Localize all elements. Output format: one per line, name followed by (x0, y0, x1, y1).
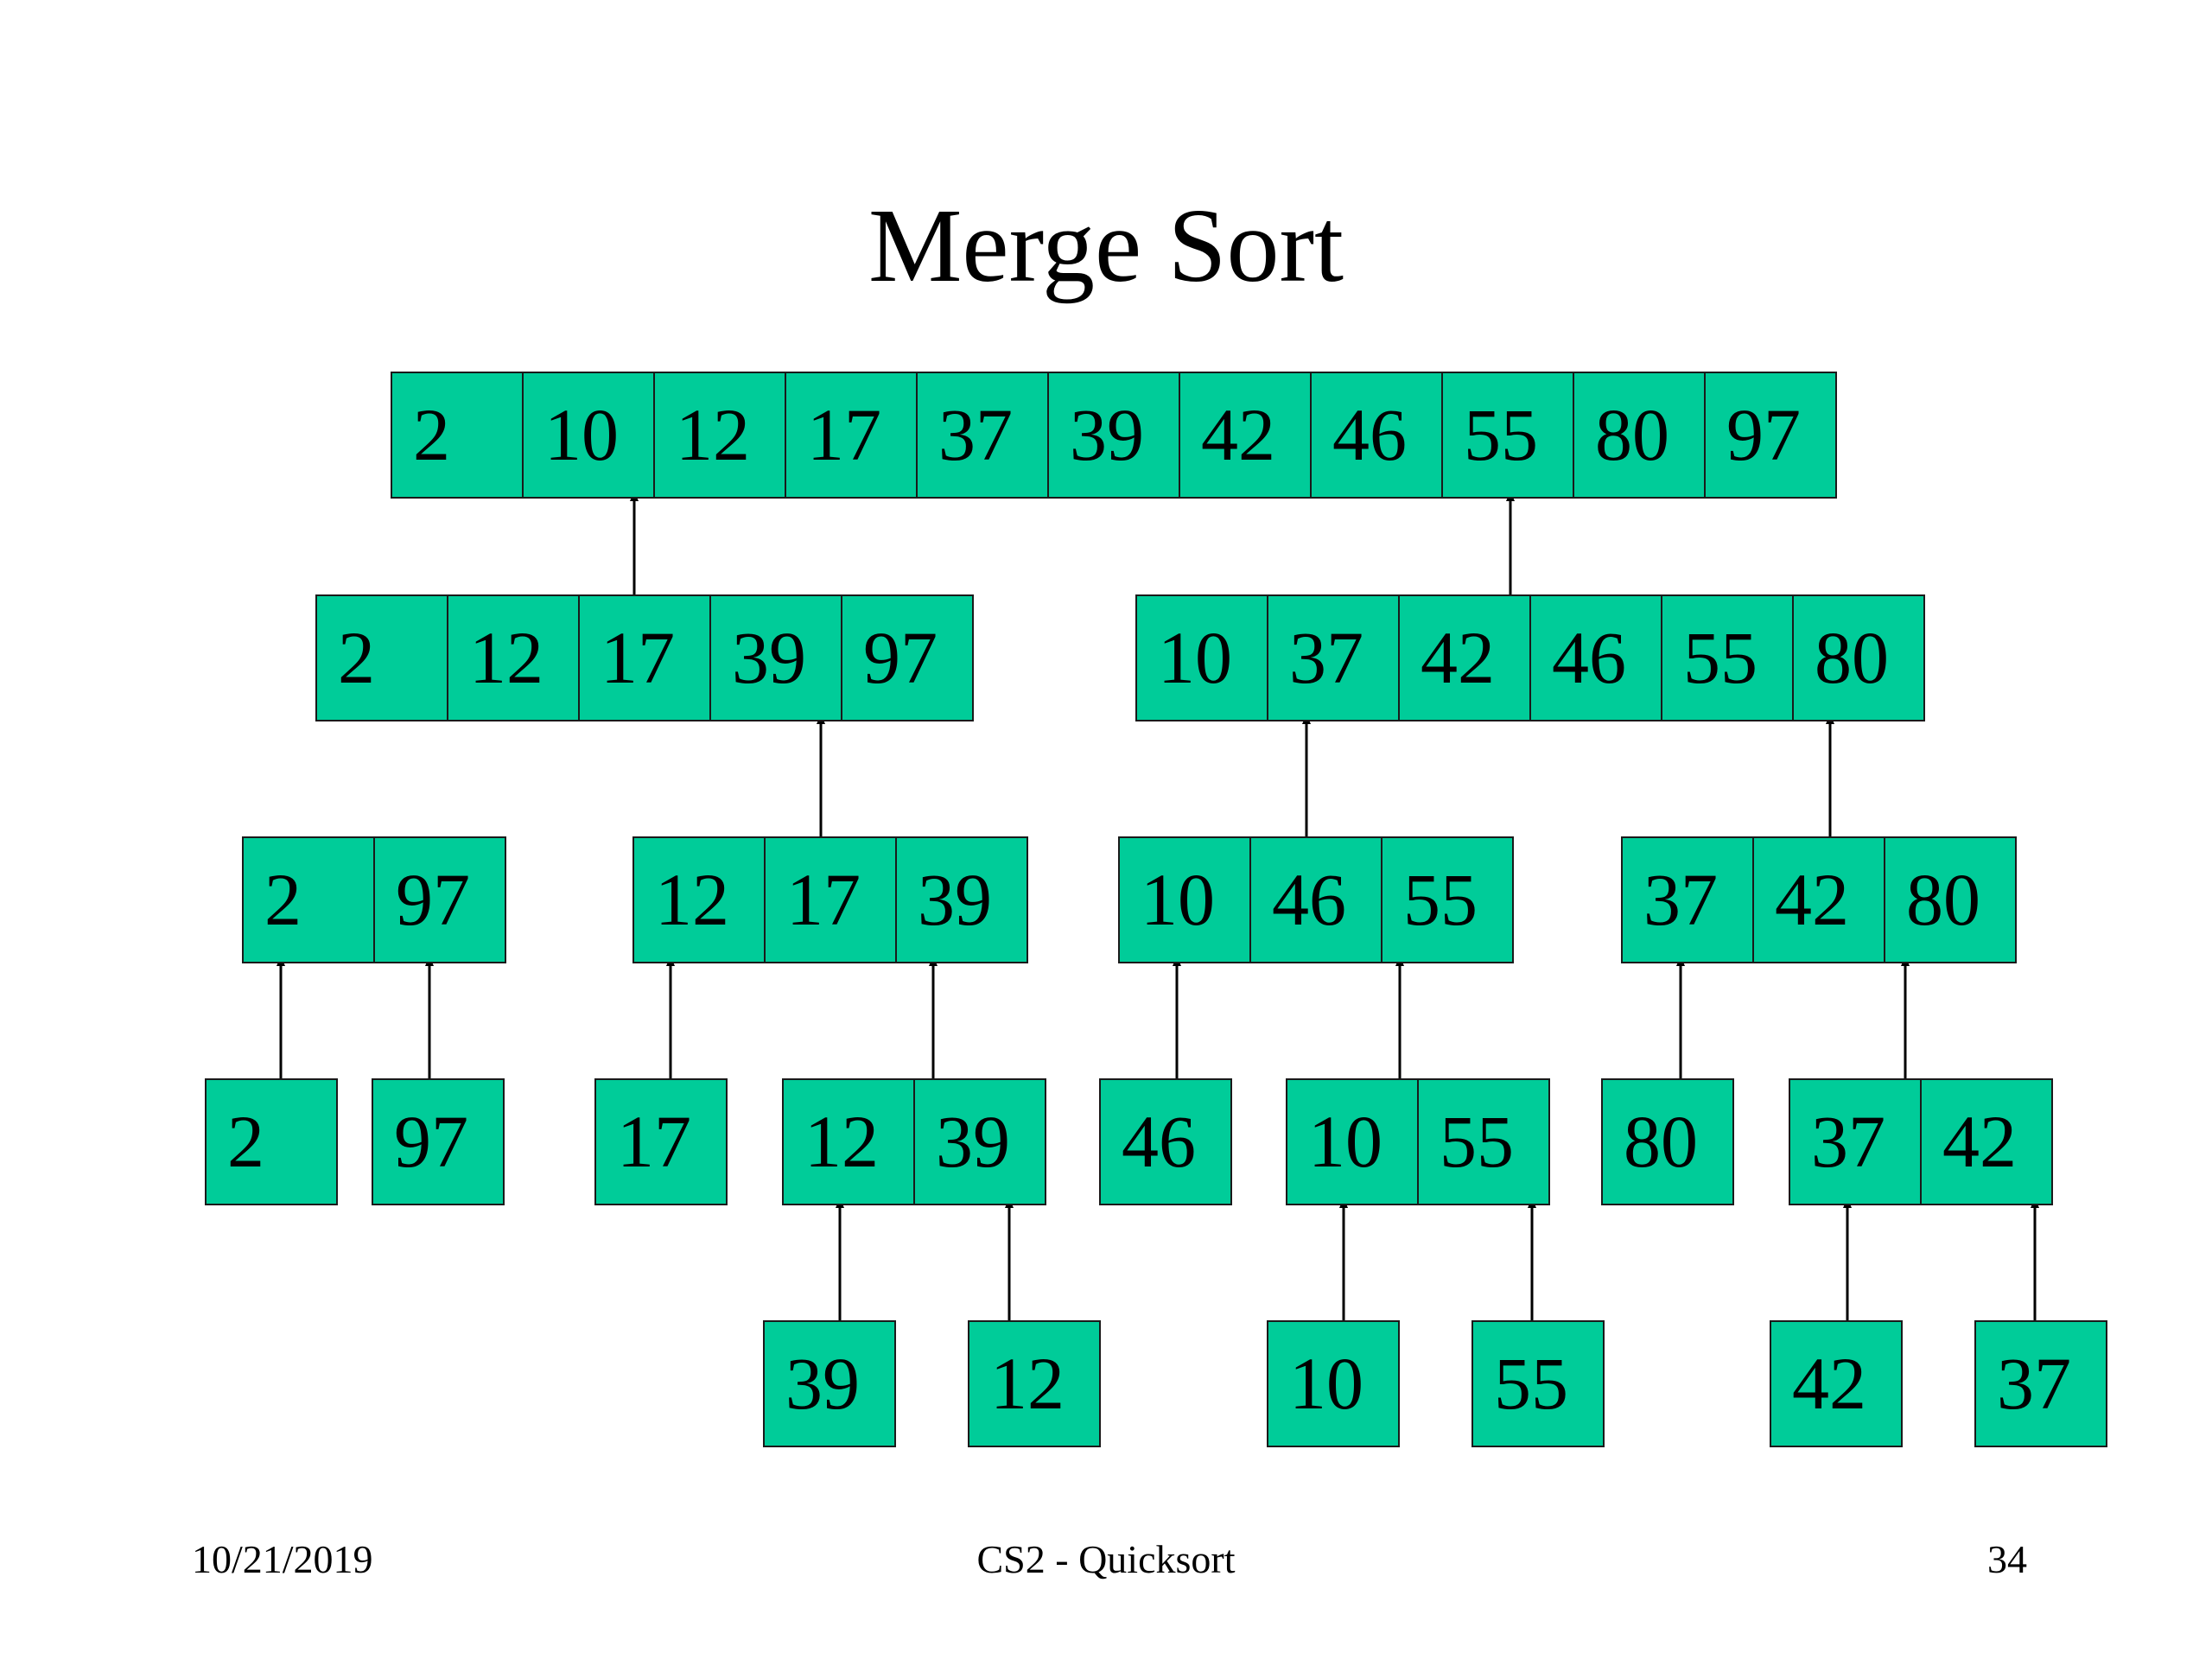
array-cell: 42 (1770, 1320, 1903, 1447)
array-cell: 55 (1661, 594, 1794, 721)
array-cell: 12 (632, 836, 766, 963)
array-cell: 42 (1398, 594, 1531, 721)
array-cell: 17 (785, 372, 918, 499)
array-cell: 97 (372, 1078, 505, 1205)
array-cell: 10 (1135, 594, 1268, 721)
array-cell: 37 (1789, 1078, 1922, 1205)
array-cell: 39 (1047, 372, 1180, 499)
array-cell: 39 (895, 836, 1028, 963)
footer-date: 10/21/2019 (192, 1537, 373, 1581)
array-cell: 2 (242, 836, 375, 963)
array-cell: 80 (1792, 594, 1925, 721)
array-cell: 55 (1441, 372, 1574, 499)
array-cell: 37 (1621, 836, 1754, 963)
slide-title: Merge Sort (868, 188, 1344, 304)
array-cell: 46 (1310, 372, 1443, 499)
array-cell: 10 (1118, 836, 1251, 963)
array-cell: 17 (764, 836, 897, 963)
array-cell: 12 (782, 1078, 915, 1205)
array-cell: 12 (447, 594, 580, 721)
array-cell: 17 (578, 594, 711, 721)
array-cell: 10 (522, 372, 655, 499)
array-cell: 42 (1920, 1078, 2053, 1205)
array-cell: 39 (763, 1320, 896, 1447)
array-cell: 37 (916, 372, 1049, 499)
footer-course: CS2 - Quicksort (976, 1537, 1236, 1581)
array-cell: 42 (1752, 836, 1885, 963)
array-cell: 39 (709, 594, 842, 721)
array-cell: 46 (1249, 836, 1382, 963)
array-cell: 46 (1529, 594, 1662, 721)
array-cell: 80 (1601, 1078, 1734, 1205)
array-cell: 37 (1974, 1320, 2107, 1447)
array-cell: 2 (315, 594, 448, 721)
array-cell: 80 (1884, 836, 2017, 963)
array-cell: 17 (594, 1078, 728, 1205)
array-cell: 12 (968, 1320, 1101, 1447)
array-cell: 10 (1286, 1078, 1419, 1205)
array-cell: 97 (373, 836, 506, 963)
array-cell: 12 (653, 372, 786, 499)
array-cell: 42 (1179, 372, 1312, 499)
array-cell: 97 (1704, 372, 1837, 499)
array-cell: 97 (841, 594, 974, 721)
array-cell: 55 (1471, 1320, 1605, 1447)
array-cell: 2 (205, 1078, 338, 1205)
array-cell: 80 (1573, 372, 1706, 499)
array-cell: 55 (1417, 1078, 1550, 1205)
array-cell: 46 (1099, 1078, 1232, 1205)
array-cell: 2 (391, 372, 524, 499)
array-cell: 10 (1267, 1320, 1400, 1447)
footer-page-number: 34 (1987, 1537, 2027, 1581)
array-cell: 55 (1381, 836, 1514, 963)
array-cell: 37 (1267, 594, 1400, 721)
array-cell: 39 (913, 1078, 1046, 1205)
